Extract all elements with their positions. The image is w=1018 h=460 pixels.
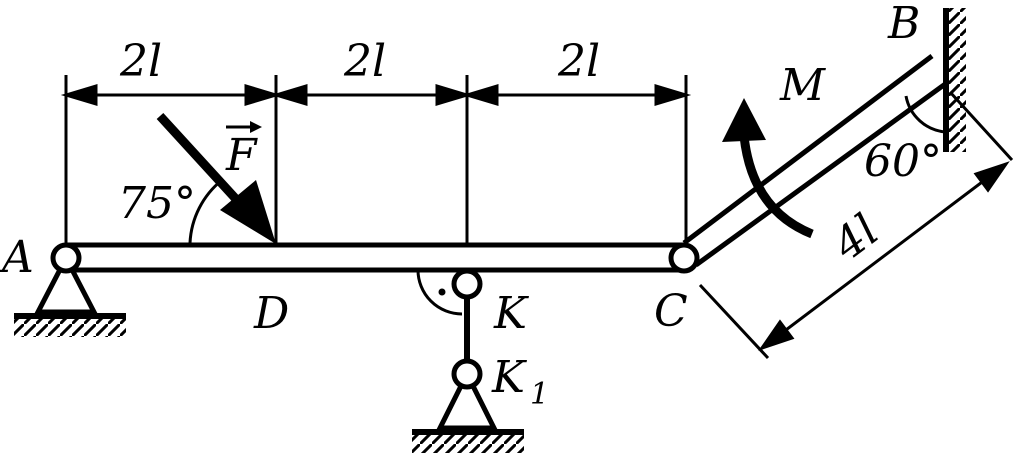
dimension-line-rod bbox=[698, 90, 1014, 360]
force-label: F bbox=[225, 130, 258, 181]
dimension-label-dk: 2l bbox=[343, 36, 386, 87]
point-k-label: K bbox=[493, 288, 529, 339]
hinge-c bbox=[668, 242, 700, 274]
point-b-label: B bbox=[887, 0, 920, 49]
point-k1-subscript: 1 bbox=[530, 377, 549, 412]
point-c-label: C bbox=[654, 286, 688, 337]
wall-b bbox=[943, 8, 966, 152]
force-f-arrow bbox=[156, 112, 276, 244]
point-k1-label: K bbox=[491, 352, 527, 403]
force-angle-label: 75° bbox=[118, 178, 196, 229]
point-d-label: D bbox=[253, 288, 289, 339]
moment-m-arrow bbox=[722, 98, 814, 239]
beam-ac bbox=[66, 242, 686, 273]
wall-angle-label: 60° bbox=[864, 136, 942, 187]
support-k bbox=[412, 268, 524, 453]
force-angle-arc bbox=[188, 178, 223, 244]
support-a bbox=[14, 242, 126, 337]
rod-cb bbox=[682, 54, 950, 268]
dimension-lines-top bbox=[60, 83, 692, 107]
dimension-extension-lines bbox=[64, 75, 688, 245]
wall-angle-arc bbox=[904, 95, 947, 134]
dimension-label-kc: 2l bbox=[557, 36, 600, 87]
point-a-label: A bbox=[0, 232, 34, 283]
moment-label: M bbox=[779, 60, 826, 111]
dimension-label-ad: 2l bbox=[119, 36, 162, 87]
